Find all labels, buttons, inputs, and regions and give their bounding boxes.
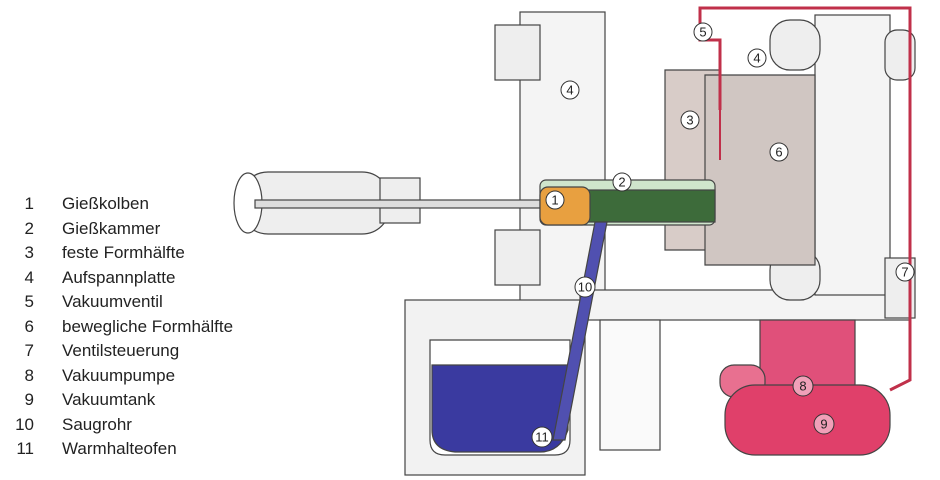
legend-label: bewegliche Formhälfte: [62, 316, 234, 336]
piston-rod: [254, 199, 546, 209]
legend-number: 7: [24, 341, 34, 361]
vacuum-tank: [724, 384, 891, 456]
legend-number: 11: [16, 439, 34, 459]
legend-number: 1: [24, 194, 34, 214]
callout-4: 4: [747, 48, 767, 68]
suction-tube: [552, 221, 608, 441]
svg-text:2: 2: [618, 175, 625, 190]
callout-9: 9: [813, 413, 835, 435]
legend-number: 10: [15, 414, 34, 434]
legend: 1 Gießkolben 2 Gießkammer 3 feste Formhälfte 4…: [0, 192, 233, 462]
support-column: [599, 319, 661, 451]
legend-item: 2 Gießkammer: [0, 217, 233, 242]
callout-5: 5: [693, 22, 713, 42]
callout-3: 3: [680, 110, 700, 130]
callout-4: 4: [560, 80, 580, 100]
legend-item: 3 feste Formhälfte: [0, 241, 233, 266]
legend-item: 6 bewegliche Formhälfte: [0, 315, 234, 340]
legend-label: Vakuumpumpe: [62, 365, 176, 385]
legend-number: 9: [24, 390, 34, 410]
legend-label: Ventilsteuerung: [62, 341, 180, 361]
legend-number: 8: [24, 365, 34, 385]
svg-text:5: 5: [699, 25, 706, 40]
tie-bar-housing: [494, 24, 541, 81]
callout-8: 8: [792, 375, 814, 397]
svg-text:6: 6: [775, 145, 782, 160]
tie-bar: [769, 19, 821, 71]
legend-label: Gießkammer: [62, 218, 161, 238]
svg-text:7: 7: [901, 265, 908, 280]
legend-item: 1 Gießkolben: [0, 192, 233, 217]
legend-label: Vakuumventil: [62, 292, 163, 312]
moving-platen: [814, 14, 891, 296]
callout-6: 6: [769, 142, 789, 162]
callout-2: 2: [612, 172, 632, 192]
vacuum-pipe: [698, 6, 912, 392]
svg-text:10: 10: [578, 280, 592, 295]
callout-1: 1: [545, 190, 565, 210]
chamber-melt: [574, 189, 716, 223]
tie-bar-housing: [494, 229, 541, 286]
legend-label: Aufspannplatte: [62, 267, 176, 287]
legend-item: 11 Warmhalteofen: [0, 437, 233, 462]
svg-text:3: 3: [686, 113, 693, 128]
legend-item: 4 Aufspannplatte: [0, 266, 233, 291]
legend-label: Warmhalteofen: [62, 439, 177, 459]
callout-11: 11: [531, 426, 553, 448]
legend-item: 8 Vakuumpumpe: [0, 364, 233, 389]
callout-7: 7: [895, 262, 915, 282]
svg-text:1: 1: [551, 193, 558, 208]
legend-number: 5: [24, 292, 34, 312]
callout-10: 10: [574, 276, 596, 298]
tie-bar: [884, 29, 916, 81]
legend-item: 10 Saugrohr: [0, 413, 233, 438]
legend-label: feste Formhälfte: [62, 243, 185, 263]
legend-item: 9 Vakuumtank: [0, 388, 233, 413]
legend-item: 5 Vakuumventil: [0, 290, 233, 315]
casting-piston: [539, 186, 591, 226]
legend-number: 3: [24, 243, 34, 263]
legend-label: Vakuumtank: [62, 390, 156, 410]
legend-item: 7 Ventilsteuerung: [0, 339, 233, 364]
svg-text:9: 9: [820, 417, 827, 432]
legend-number: 6: [24, 316, 34, 336]
legend-label: Gießkolben: [62, 194, 149, 214]
svg-text:4: 4: [566, 83, 573, 98]
svg-text:11: 11: [535, 430, 549, 445]
legend-number: 4: [24, 267, 34, 287]
legend-number: 2: [24, 218, 34, 238]
legend-label: Saugrohr: [62, 414, 132, 434]
svg-text:8: 8: [799, 379, 806, 394]
svg-text:4: 4: [753, 51, 760, 66]
